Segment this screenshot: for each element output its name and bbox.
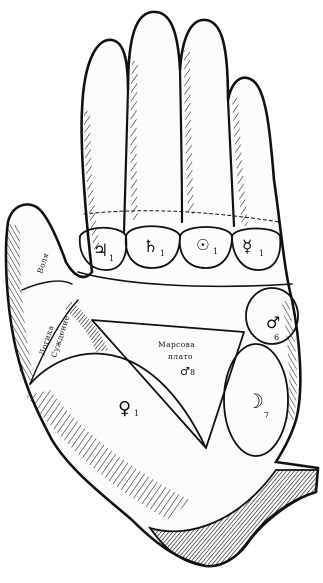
mount-mercury-symbol: ☿ <box>242 237 252 257</box>
plain-of-mars-index: 8 <box>190 368 195 377</box>
plain-of-mars-symbol: ♂ <box>180 365 190 378</box>
mount-moon-index: 7 <box>264 411 269 420</box>
mount-venus-index: 1 <box>134 409 139 418</box>
plain-of-mars-label-1: Марсова <box>158 340 195 349</box>
mount-sun-index: 1 <box>213 247 218 256</box>
mount-saturn-symbol: ♄ <box>143 237 158 257</box>
mount-venus-symbol: ♀ <box>118 398 131 419</box>
mount-jupiter-index: 1 <box>109 254 114 263</box>
mount-jupiter-symbol: ♃ <box>93 241 108 261</box>
mount-mars-upper-index: 6 <box>274 333 279 342</box>
mount-mars-upper-symbol: ♂ <box>266 313 280 332</box>
mount-saturn-index: 1 <box>160 249 165 258</box>
mount-moon-symbol: ☽ <box>246 389 264 413</box>
plain-of-mars-label-2: плато <box>168 352 193 361</box>
mount-mercury-index: 1 <box>259 249 264 258</box>
mount-sun-symbol: ☉ <box>196 236 209 254</box>
